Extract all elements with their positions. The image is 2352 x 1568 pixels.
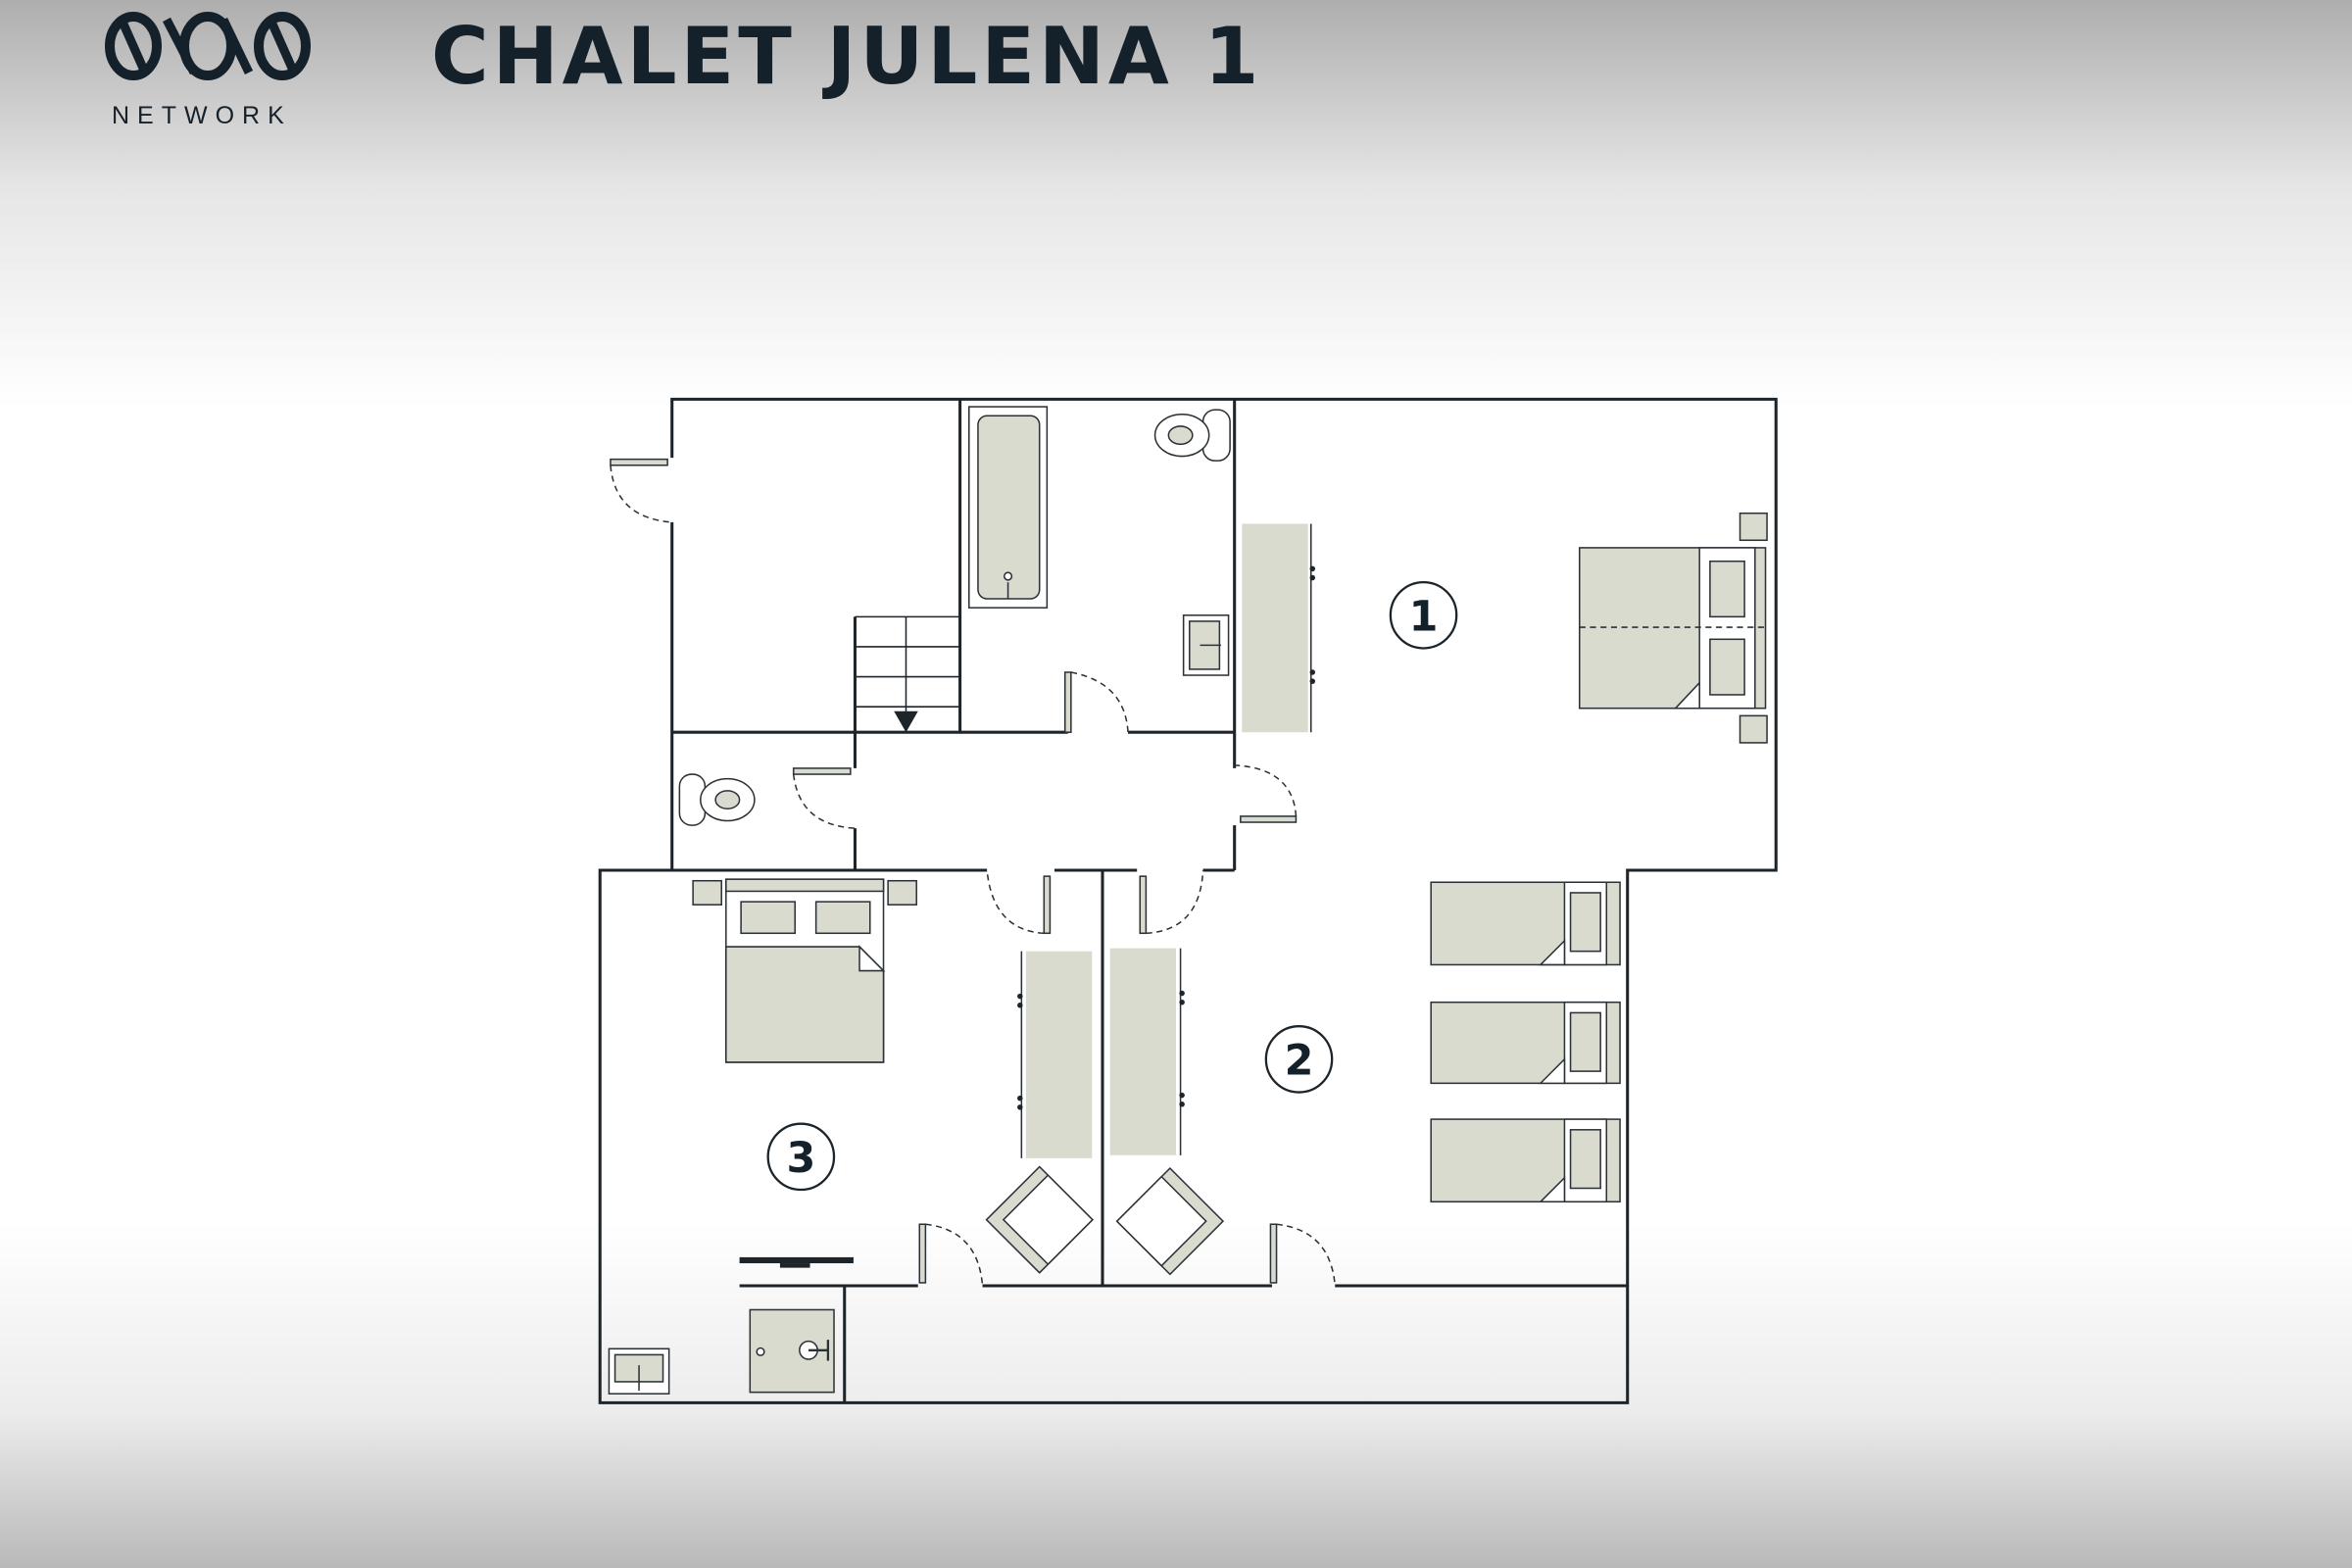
bathtub: [968, 406, 1049, 609]
page-title: CHALET JULENA 1: [431, 11, 1263, 102]
tv: [739, 1256, 854, 1268]
single-bed: [1430, 1001, 1621, 1085]
wardrobe: [1017, 951, 1093, 1158]
room-label-3: 3: [766, 1122, 836, 1192]
sink-icon: [608, 1348, 670, 1395]
walls: [598, 397, 1778, 1404]
bathroom-door: [1063, 671, 1072, 733]
single-bed: [1430, 1118, 1621, 1203]
sink-icon: [1182, 614, 1230, 676]
toilet-icon: [678, 773, 756, 826]
shower: [749, 1308, 835, 1394]
room-number: 3: [786, 1134, 815, 1183]
room-label-1: 1: [1389, 580, 1458, 650]
room-number: 1: [1409, 592, 1439, 641]
staircase: [855, 615, 960, 733]
wardrobe: [1109, 948, 1185, 1155]
double-bed: [692, 878, 917, 1063]
room-2-door: [1139, 875, 1148, 935]
room-3-door: [1043, 875, 1052, 935]
doors: [610, 458, 1337, 1287]
room-2-bath-door: [1269, 1223, 1278, 1284]
armchair: [1115, 1166, 1225, 1276]
room-3-bath-door: [918, 1223, 927, 1284]
wardrobe: [1242, 523, 1316, 733]
logo-mark-icon: [105, 12, 311, 80]
entrance-door: [610, 458, 668, 466]
wc-door: [792, 767, 852, 775]
room-1-door: [1240, 815, 1298, 823]
toilet-icon: [1153, 409, 1231, 462]
logo-text: NETWORK: [112, 102, 292, 129]
armchair: [985, 1165, 1094, 1274]
brand-logo: NETWORK: [102, 12, 314, 129]
double-bed: [1578, 512, 1768, 744]
single-bed: [1430, 881, 1621, 966]
stairs-down-arrow-icon: [894, 710, 918, 733]
room-label-2: 2: [1264, 1025, 1334, 1094]
room-number: 2: [1285, 1036, 1314, 1085]
